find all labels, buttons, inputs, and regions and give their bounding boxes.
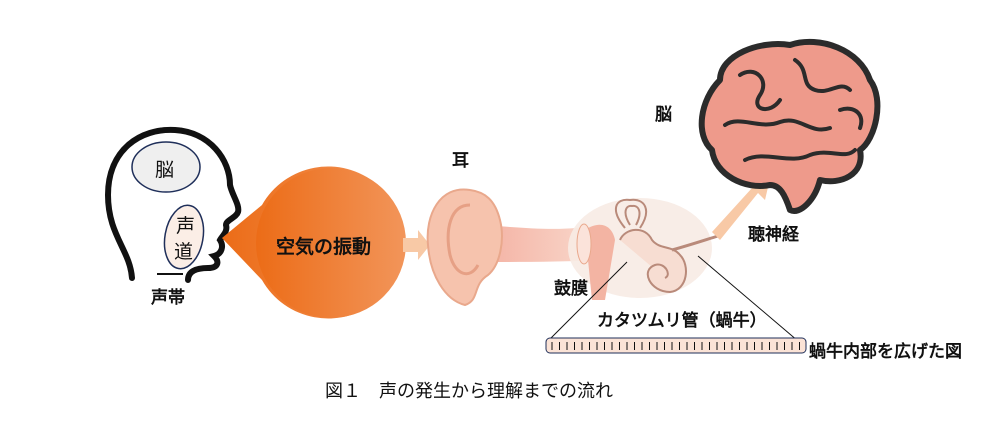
vocal-tract-ellipse bbox=[163, 204, 205, 270]
ear-fold bbox=[446, 203, 480, 276]
eardrum-label: 鼓膜 bbox=[554, 279, 588, 299]
cochlea-ticks bbox=[551, 342, 800, 350]
auditory-nerve-label: 聴神経 bbox=[748, 225, 799, 245]
vocal-cords-label: 声帯 bbox=[151, 288, 185, 308]
vocal-tract-label-1: 声 bbox=[176, 215, 196, 237]
head-brain-label: 脳 bbox=[155, 159, 175, 181]
semicircular-canals-inner bbox=[624, 204, 641, 226]
head-brain-ellipse bbox=[131, 141, 201, 193]
eardrum-shape bbox=[576, 223, 592, 265]
cochlea-expanded-label: 蝸牛内部を広げた図 bbox=[809, 342, 962, 362]
cochlea-shape bbox=[619, 228, 687, 294]
air-vibration-label: 空気の振動 bbox=[276, 236, 372, 258]
pointer-line-right bbox=[697, 255, 799, 342]
vocal-tract-label-2: 道 bbox=[174, 241, 194, 263]
speech-bubble-body bbox=[256, 168, 406, 318]
nerve bbox=[671, 234, 719, 252]
ear-label: 耳 bbox=[452, 151, 469, 171]
semicircular-canals bbox=[615, 198, 648, 229]
pointer-line-left bbox=[548, 261, 628, 341]
head-outline bbox=[104, 126, 242, 283]
figure-caption: 図１ 声の発生から理解までの流れ bbox=[325, 381, 613, 402]
brain-folds bbox=[723, 58, 864, 162]
cochlea-label: カタツムリ管（蝸牛） bbox=[597, 311, 767, 331]
cochlea-expanded-bar bbox=[545, 337, 807, 354]
brain-label: 脳 bbox=[655, 105, 672, 125]
arrow-to-ear bbox=[403, 230, 430, 260]
brain-shape bbox=[698, 38, 881, 214]
outer-ear bbox=[426, 188, 503, 307]
